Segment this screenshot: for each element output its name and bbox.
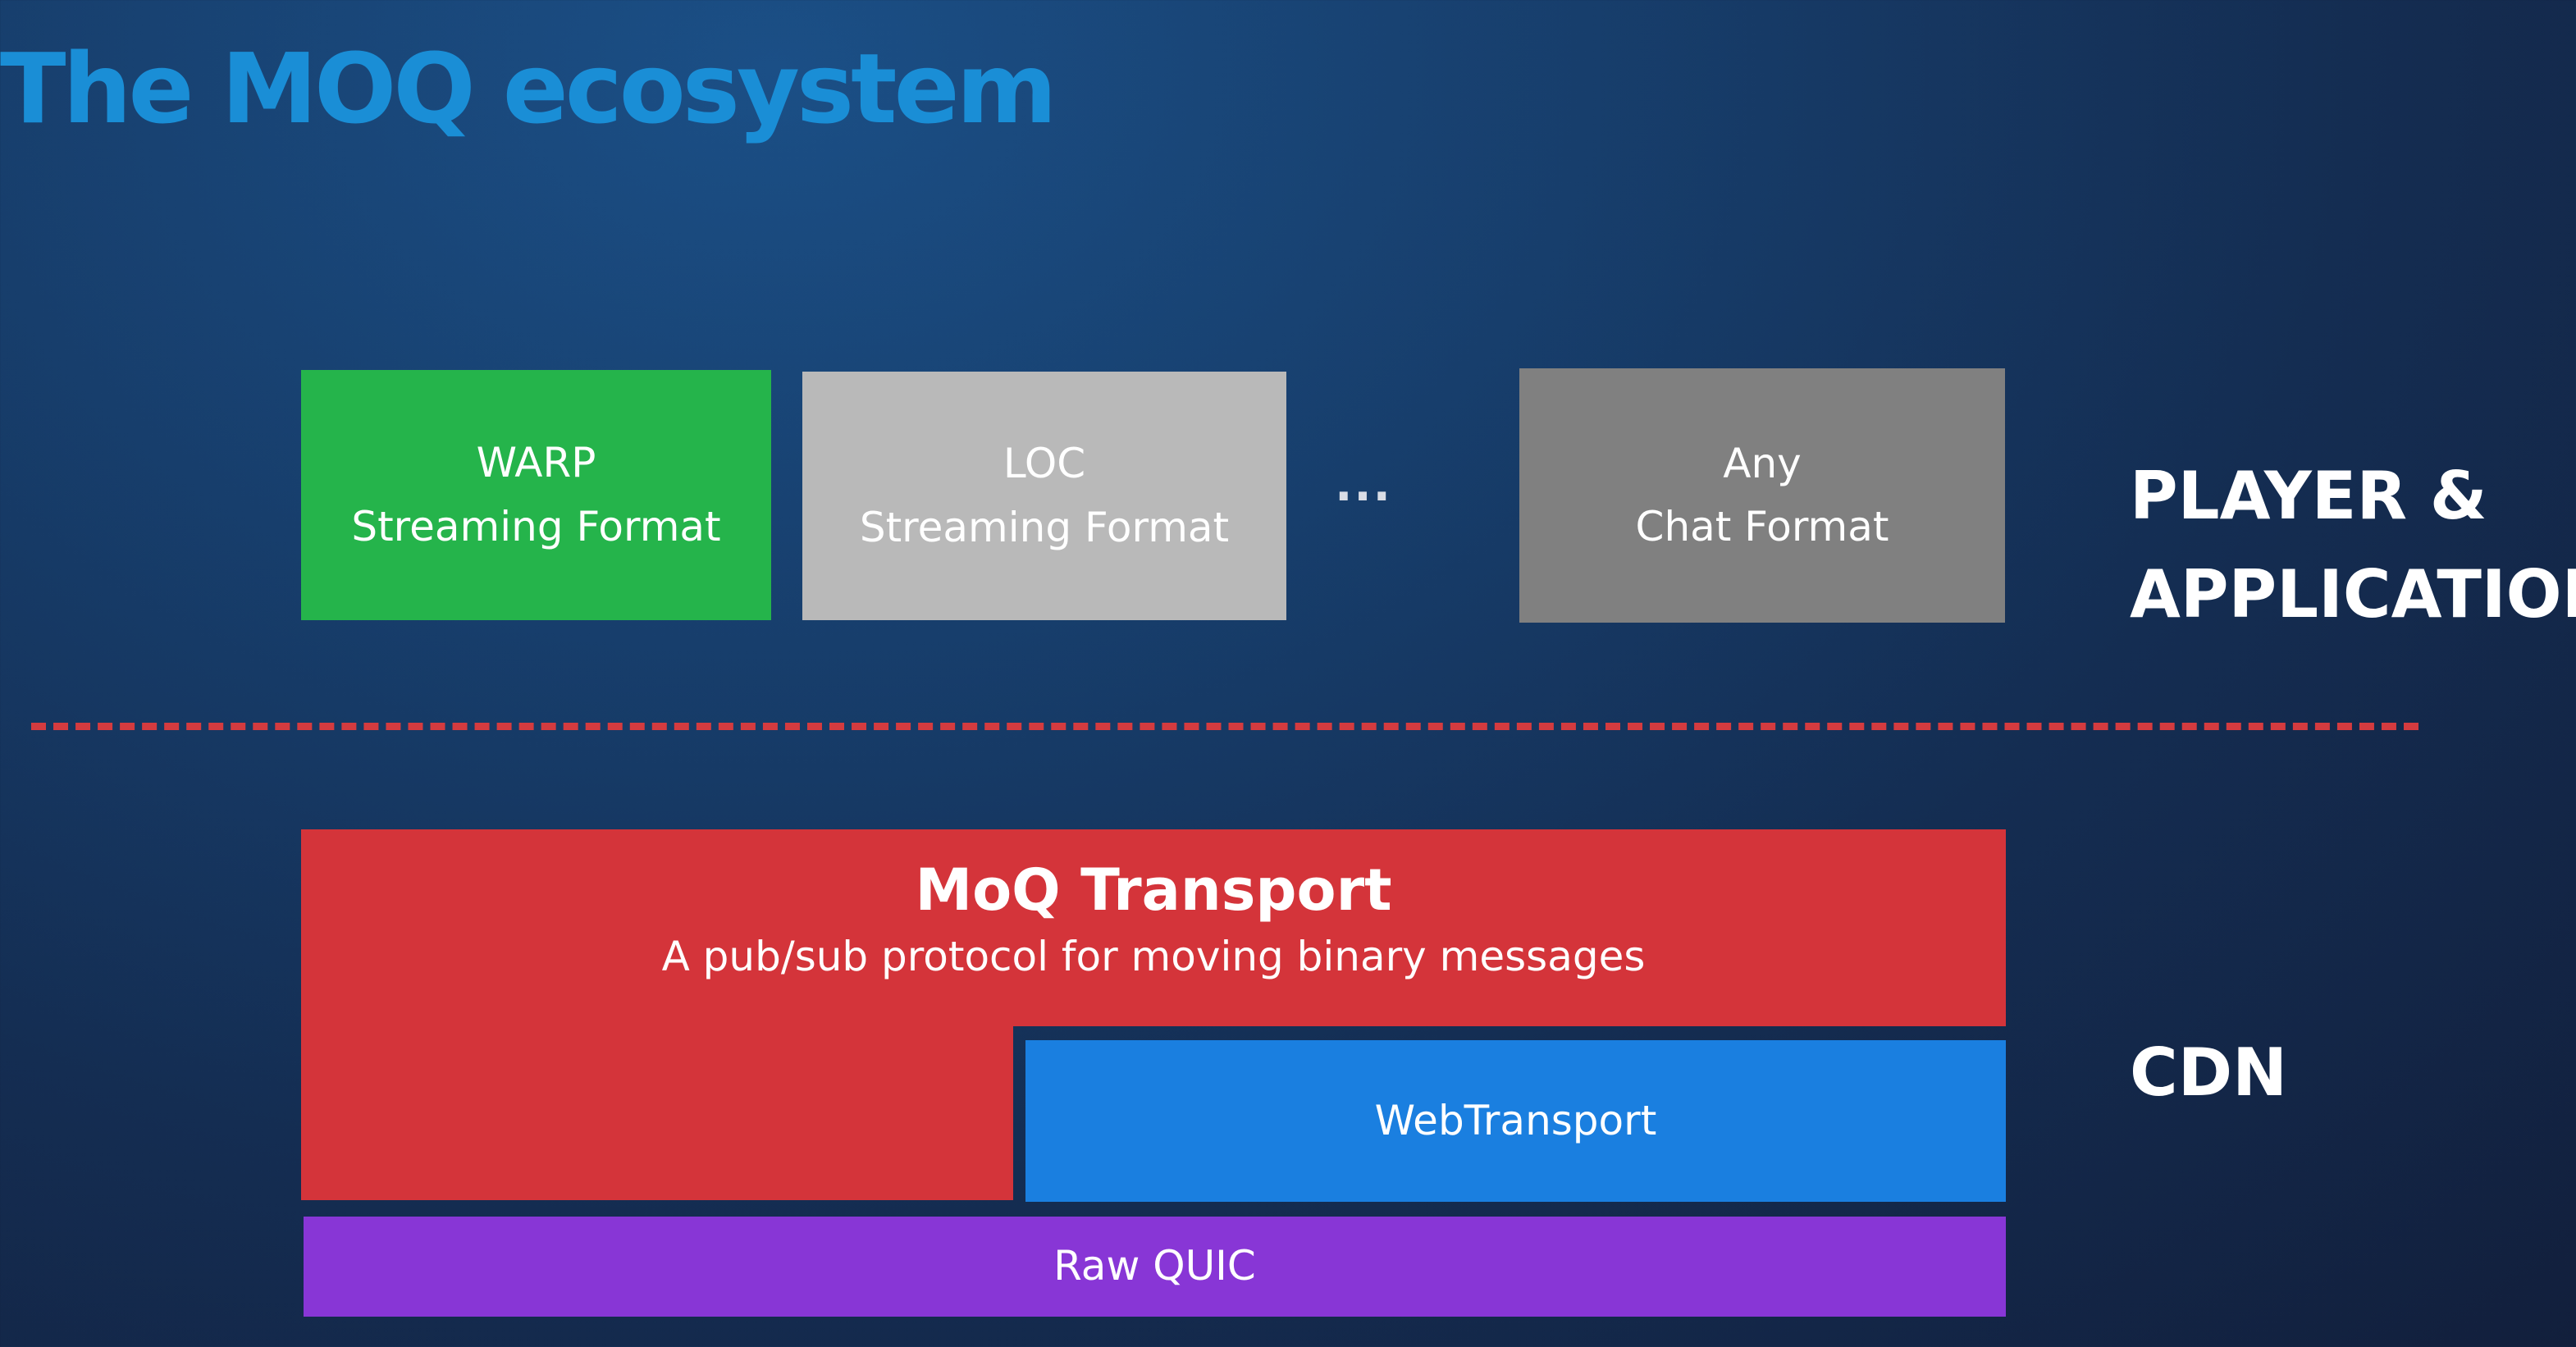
more-formats-ellipsis: ... <box>1335 458 1392 512</box>
webtransport-label: WebTransport <box>1374 1096 1657 1144</box>
loc-box-line2: Streaming Format <box>859 503 1230 551</box>
layer-divider-dashed-line <box>31 723 2418 730</box>
warp-box-line1: WARP <box>476 439 596 486</box>
any-box-line1: Any <box>1723 439 1802 487</box>
raw-quic-box: Raw QUIC <box>304 1217 2006 1317</box>
cdn-layer-label: CDN <box>2130 1034 2288 1111</box>
any-chat-format-box: Any Chat Format <box>1519 368 2005 623</box>
player-label-line2: APPLICATION <box>2130 556 2576 632</box>
moq-transport-block-lower <box>301 1026 1013 1200</box>
moq-transport-block <box>301 829 2006 1026</box>
any-box-line2: Chat Format <box>1635 503 1889 550</box>
warp-streaming-format-box: WARP Streaming Format <box>301 370 771 620</box>
player-label-line1: PLAYER & <box>2130 458 2487 534</box>
moq-transport-subtitle: A pub/sub protocol for moving binary mes… <box>661 933 1646 980</box>
player-application-layer-label: PLAYER & APPLICATION <box>2130 447 2576 644</box>
moq-transport-text: MoQ Transport A pub/sub protocol for mov… <box>301 853 2006 985</box>
webtransport-box: WebTransport <box>1025 1040 2006 1202</box>
slide-title: The MOQ ecosystem <box>0 32 1057 145</box>
loc-streaming-format-box: LOC Streaming Format <box>802 372 1286 620</box>
moq-transport-title: MoQ Transport <box>915 856 1392 924</box>
raw-quic-label: Raw QUIC <box>1053 1242 1256 1290</box>
warp-box-line2: Streaming Format <box>351 502 721 550</box>
loc-box-line1: LOC <box>1003 440 1086 487</box>
